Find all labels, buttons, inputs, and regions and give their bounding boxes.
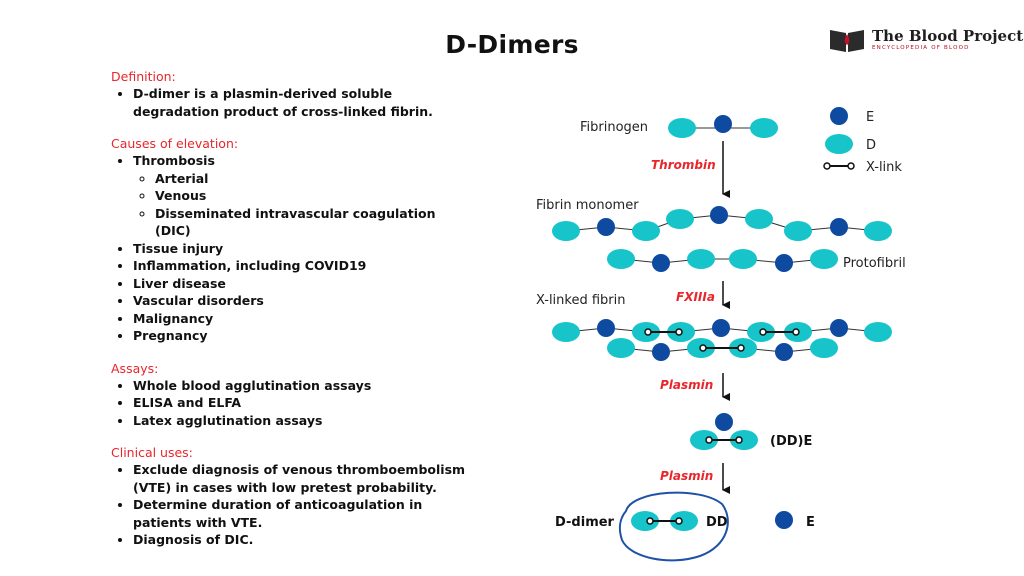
- d-domain: [690, 430, 718, 450]
- e-domain: [830, 218, 848, 236]
- logo-name: The Blood Project: [872, 26, 1024, 45]
- sub-list-item: Arterial: [155, 170, 471, 188]
- ddimer-circle: [618, 491, 729, 562]
- e-domain: [652, 343, 670, 361]
- xlink-end: [675, 328, 683, 336]
- e-domain: [652, 254, 670, 272]
- xlink-end: [759, 328, 767, 336]
- xlinked-fibrin-label: X-linked fibrin: [536, 293, 626, 308]
- legend-e-label: E: [866, 110, 874, 125]
- xlink-end: [705, 436, 713, 444]
- d-domain: [864, 221, 892, 241]
- plasmin-label-1: Plasmin: [660, 378, 713, 392]
- links-layer: [565, 127, 879, 353]
- xlink-end: [735, 436, 743, 444]
- d-domain: [745, 209, 773, 229]
- list-item: Tissue injury: [133, 240, 471, 258]
- assays-section: Assays: Whole blood agglutination assays…: [111, 361, 471, 430]
- info-panel: Definition: D-dimer is a plasmin-derived…: [111, 69, 471, 565]
- xlink-end: [847, 162, 855, 170]
- d-domain: [810, 249, 838, 269]
- d-domain: [670, 511, 698, 531]
- list-item: Vascular disorders: [133, 292, 471, 310]
- causes-heading: Causes of elevation:: [111, 136, 239, 151]
- d-domain: [631, 511, 659, 531]
- list-item: D-dimer is a plasmin-derived soluble deg…: [133, 85, 471, 120]
- dd-label: DD: [706, 515, 728, 530]
- definition-section: Definition: D-dimer is a plasmin-derived…: [111, 69, 471, 120]
- fibrin-monomer-label: Fibrin monomer: [536, 198, 639, 213]
- list-item: Inflammation, including COVID19: [133, 257, 471, 275]
- e-domain: [715, 413, 733, 431]
- ddimer-label: D-dimer: [555, 515, 615, 530]
- list-item: Thrombosis Arterial Venous Disseminated …: [133, 152, 471, 240]
- d-domain: [730, 430, 758, 450]
- d-domain: [632, 221, 660, 241]
- thrombosis-label: Thrombosis: [133, 153, 215, 168]
- d-domain: [864, 322, 892, 342]
- d-domain: [687, 249, 715, 269]
- book-icon: [830, 30, 864, 52]
- d-domain: [666, 209, 694, 229]
- e-domain: [714, 115, 732, 133]
- d-domain: [552, 221, 580, 241]
- list-item: Determine duration of anticoagulation in…: [133, 496, 471, 531]
- xlink-end: [823, 162, 831, 170]
- d-domain: [607, 338, 635, 358]
- list-item: Latex agglutination assays: [133, 412, 471, 430]
- list-item: Malignancy: [133, 310, 471, 328]
- fxiiia-label: FXIIIa: [676, 290, 715, 304]
- e-domain: [830, 107, 848, 125]
- xlink-end: [792, 328, 800, 336]
- d-domain: [784, 221, 812, 241]
- page-title: D-Dimers: [445, 30, 579, 59]
- logo-subtitle: ENCYCLOPEDIA OF BLOOD: [872, 44, 970, 51]
- list-item: Liver disease: [133, 275, 471, 293]
- e-domain: [775, 254, 793, 272]
- fibrinogen-label: Fibrinogen: [580, 120, 648, 135]
- plasmin-label-2: Plasmin: [660, 469, 713, 483]
- legend-d-label: D: [866, 138, 876, 153]
- xlink-end: [737, 344, 745, 352]
- protofibril-label: Protofibril: [843, 256, 906, 271]
- d-domain: [607, 249, 635, 269]
- list-item: Pregnancy: [133, 327, 471, 345]
- e-fragment-label: E: [806, 515, 815, 530]
- xlink-end: [646, 517, 654, 525]
- sub-list-item: Venous: [155, 187, 471, 205]
- list-item: Exclude diagnosis of venous thromboembol…: [133, 461, 471, 496]
- logo: The Blood Project ENCYCLOPEDIA OF BLOOD: [828, 26, 1023, 54]
- d-domain: [668, 118, 696, 138]
- d-domain: [750, 118, 778, 138]
- clinical-heading: Clinical uses:: [111, 445, 193, 460]
- xlink-end: [644, 328, 652, 336]
- d-domain: [729, 249, 757, 269]
- legend-xlink-label: X-link: [866, 160, 902, 175]
- d-domain: [825, 134, 853, 154]
- e-domain: [775, 343, 793, 361]
- sub-list-item: Disseminated intravascular coagulation (…: [155, 205, 471, 240]
- shapes-layer: [552, 107, 892, 562]
- clinical-section: Clinical uses: Exclude diagnosis of veno…: [111, 445, 471, 549]
- e-domain: [597, 319, 615, 337]
- definition-heading: Definition:: [111, 69, 176, 84]
- list-item: Whole blood agglutination assays: [133, 377, 471, 395]
- d-domain: [552, 322, 580, 342]
- e-domain: [712, 319, 730, 337]
- e-domain: [775, 511, 793, 529]
- e-domain: [597, 218, 615, 236]
- xlink-end: [699, 344, 707, 352]
- dde-label: (DD)E: [770, 434, 812, 449]
- list-item: ELISA and ELFA: [133, 394, 471, 412]
- xlink-end: [675, 517, 683, 525]
- thrombin-label: Thrombin: [651, 158, 716, 172]
- list-item: Diagnosis of DIC.: [133, 531, 471, 549]
- e-domain: [710, 206, 728, 224]
- causes-section: Causes of elevation: Thrombosis Arterial…: [111, 136, 471, 345]
- d-domain: [810, 338, 838, 358]
- assays-heading: Assays:: [111, 360, 159, 376]
- e-domain: [830, 319, 848, 337]
